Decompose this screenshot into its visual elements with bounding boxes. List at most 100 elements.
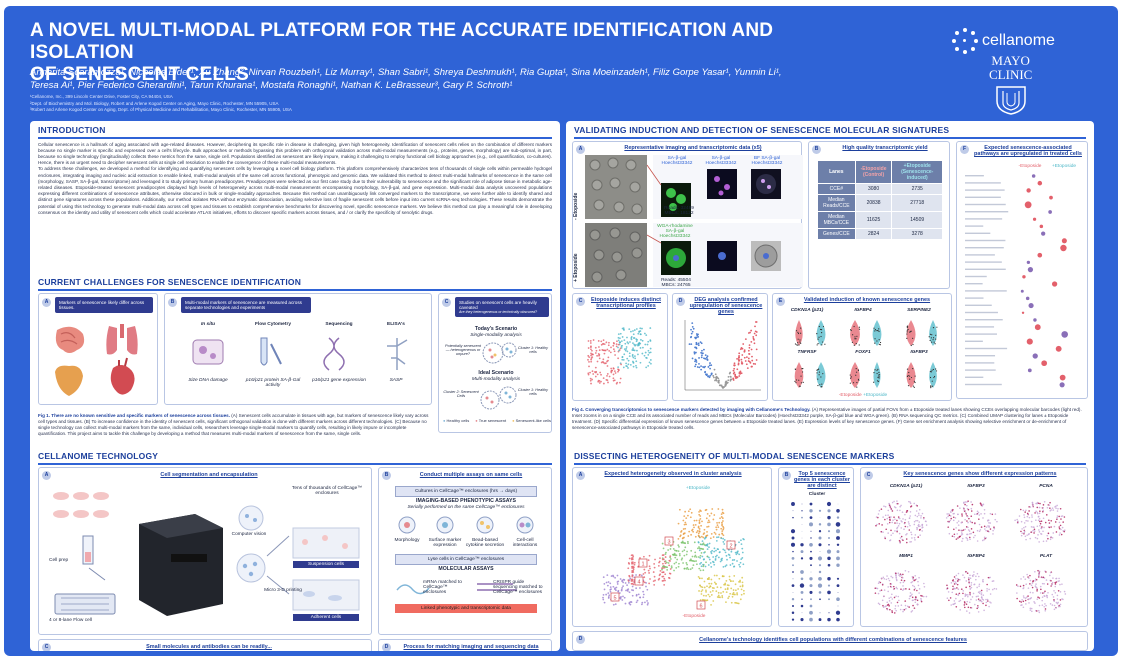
cluster-point: [610, 575, 613, 577]
feature-point: [968, 533, 971, 535]
cluster-point: [680, 558, 683, 561]
challenges-section: CURRENT CHALLENGES FOR SENESCENCE IDENTI…: [30, 273, 560, 291]
feature-point: [954, 581, 957, 583]
violin-point: [932, 326, 935, 329]
umap-point: [621, 358, 624, 361]
feature-point: [1049, 501, 1051, 504]
cluster-dot: [791, 502, 795, 506]
feature-point: [970, 501, 972, 503]
cluster-point: [679, 534, 682, 537]
cluster-point: [649, 578, 651, 580]
feature-point: [957, 594, 960, 597]
volcano-point: [747, 357, 750, 360]
umap-point: [603, 352, 606, 355]
cluster-dot: [827, 617, 831, 622]
feature-point: [1034, 536, 1037, 539]
feature-point: [1038, 574, 1040, 576]
feature-point: [1027, 598, 1030, 601]
volcano-point: [714, 379, 716, 382]
volcano-point: [714, 373, 717, 376]
cluster-dot: [800, 550, 804, 554]
umap-point: [649, 327, 652, 329]
cluster-point: [631, 579, 634, 582]
feature-point: [1044, 590, 1046, 593]
cluster-point: [707, 564, 710, 566]
feature-point: [1055, 607, 1057, 609]
feature-point: [894, 506, 897, 509]
feature-point: [1038, 604, 1041, 607]
pathway-label-bar: [965, 362, 995, 364]
cluster-point: [710, 512, 713, 515]
cluster-point: [602, 576, 605, 579]
validating-panel-b: B High quality transcriptomic yield Lane…: [808, 141, 950, 289]
feature-point: [884, 505, 887, 508]
umap-point: [590, 357, 593, 360]
feature-point: [958, 592, 961, 595]
dis-plus-label: +Etoposide: [685, 486, 711, 491]
volcano-point: [738, 371, 741, 374]
umap-point: [629, 341, 631, 343]
feature-point: [977, 604, 979, 607]
umap-point: [624, 342, 627, 345]
feature-point: [910, 505, 913, 507]
cluster-point: [653, 563, 656, 565]
violin-point: [874, 330, 876, 332]
cluster-point: [720, 513, 723, 515]
cluster-point: [663, 577, 666, 580]
umap-point: [597, 340, 600, 342]
umap-point: [642, 346, 644, 349]
feature-point: [963, 604, 966, 606]
violin-point: [931, 380, 933, 382]
feature-gene-3: PCNA: [1039, 484, 1053, 489]
feature-point: [957, 588, 960, 591]
cluster-point: [630, 601, 633, 604]
feature-point: [977, 598, 980, 600]
feature-point: [1045, 604, 1047, 607]
feature-point: [1027, 595, 1029, 597]
volcano-point: [751, 359, 754, 362]
volcano-point: [741, 354, 744, 356]
badge-val-e: E: [776, 297, 785, 306]
violin-point: [913, 380, 915, 382]
cluster-point: [729, 592, 732, 595]
cluster-point: [706, 555, 709, 558]
cluster-dot: [836, 556, 840, 561]
feature-point: [1042, 504, 1045, 506]
cluster-dot: [837, 592, 839, 593]
feature-point: [1063, 529, 1066, 531]
volcano-point: [737, 363, 740, 366]
cluster-point: [653, 566, 656, 569]
violin-point: [800, 327, 802, 329]
cluster-point: [710, 582, 713, 585]
violin-point: [912, 343, 914, 346]
cluster-dot: [818, 618, 822, 622]
cluster-point: [739, 598, 742, 601]
cluster-point: [708, 582, 711, 585]
violin-shape: [906, 320, 916, 346]
mayo-shield-icon: [995, 86, 1026, 115]
feature-point: [969, 606, 972, 609]
cluster-point: [688, 530, 691, 533]
method-sequencing: Sequencing: [325, 322, 353, 327]
feature-point: [993, 527, 996, 530]
feature-point: [912, 576, 915, 579]
cluster-point: [677, 550, 680, 553]
feature-point: [978, 599, 981, 602]
cluster-point: [707, 593, 710, 596]
feature-point: [901, 577, 904, 579]
cluster-point: [690, 511, 693, 514]
cluster-point: [693, 526, 695, 529]
umap-point: [592, 339, 595, 341]
feature-point: [1025, 509, 1027, 512]
cluster-point: [658, 577, 661, 580]
cluster-point: [722, 525, 725, 528]
feature-point: [964, 503, 966, 506]
umap-point: [609, 351, 612, 354]
feature-point: [1016, 518, 1018, 521]
violin-point: [935, 370, 938, 372]
volcano-point: [709, 362, 711, 364]
cluster-point: [729, 564, 732, 566]
feature-point: [964, 602, 966, 604]
feature-point: [891, 593, 893, 596]
